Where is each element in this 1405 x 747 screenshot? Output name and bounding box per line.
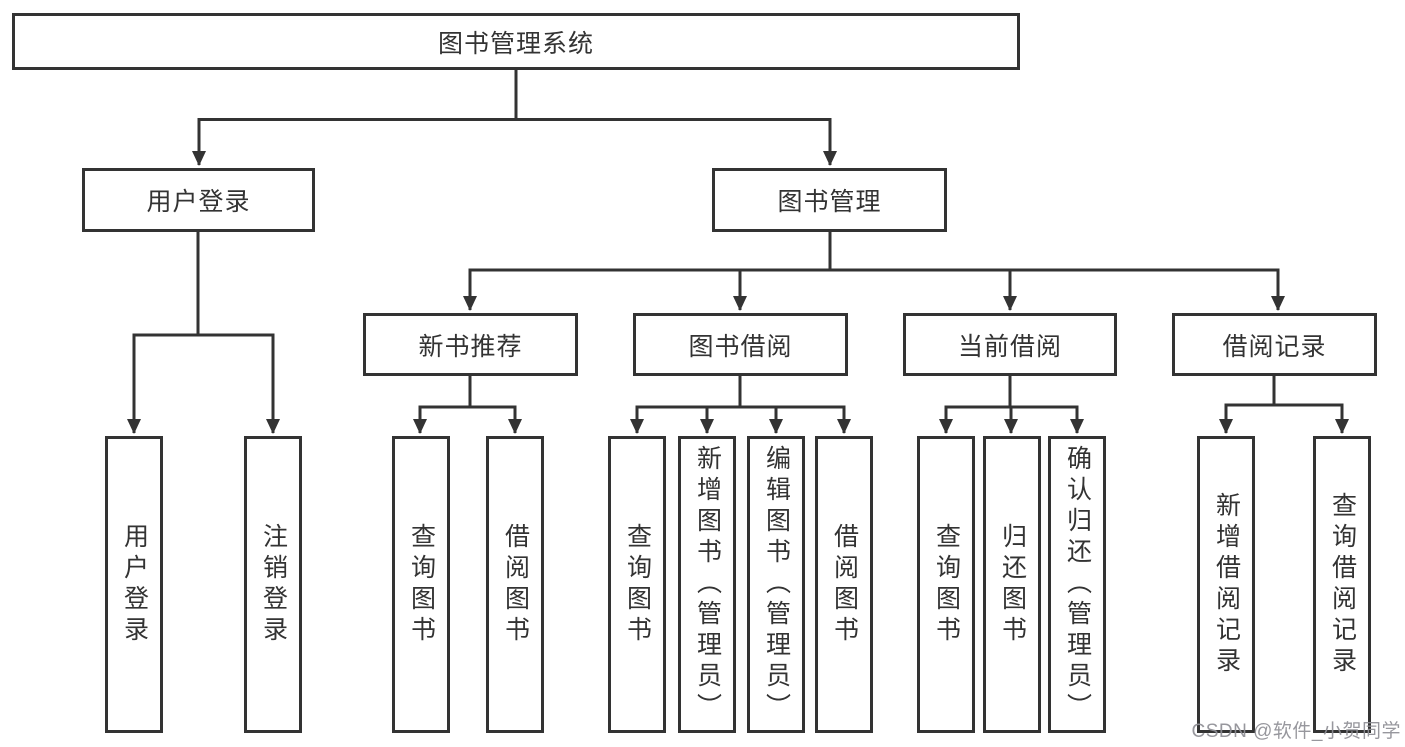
node-user-login: 用户登录 [82,168,315,232]
node-library-management-system: 图书管理系统 [12,13,1020,70]
node-label: 图书管理系统 [437,29,594,58]
node-current-borrow: 当前借阅 [903,313,1117,376]
leaf-add-borrow-record: 新增借阅记录 [1197,436,1255,733]
node-label: 用户登录 [146,188,251,216]
leaf-query-borrow-record: 查询借阅记录 [1313,436,1371,733]
leaf-add-book-admin: 新增图书（管理员） [678,436,736,733]
csdn-watermark: CSDN @软件_小贺同学 [1191,721,1401,742]
leaf-query-books-borrow: 查询图书 [608,436,666,733]
node-label: 归还图书 [998,522,1027,647]
leaf-borrow-books: 借阅图书 [815,436,873,733]
node-label: 注销登录 [259,522,288,647]
node-label: 图书管理 [777,188,882,216]
node-label: 查询图书 [407,522,436,647]
node-book-borrow: 图书借阅 [633,313,848,376]
leaf-query-books-recommend: 查询图书 [392,436,450,733]
leaf-borrow-books-recommend: 借阅图书 [486,436,544,733]
leaf-return-books: 归还图书 [983,436,1041,733]
leaf-user-login: 用户登录 [105,436,163,733]
leaf-confirm-return-admin: 确认归还（管理员） [1048,436,1106,733]
node-borrow-records: 借阅记录 [1172,313,1377,376]
node-label: 查询图书 [623,522,652,647]
node-label: 当前借阅 [957,332,1062,361]
node-new-book-recommend: 新书推荐 [363,313,578,376]
node-label: 确认归还（管理员） [1063,445,1092,724]
node-label: 用户登录 [120,522,149,647]
node-label: 借阅记录 [1222,332,1327,361]
node-label: 借阅图书 [501,522,530,647]
node-label: 新增图书（管理员） [693,445,722,724]
node-label: 编辑图书（管理员） [762,445,791,724]
node-book-management: 图书管理 [712,168,947,232]
leaf-logout: 注销登录 [244,436,302,733]
node-label: 图书借阅 [688,332,793,361]
node-label: 查询图书 [932,522,961,647]
leaf-edit-book-admin: 编辑图书（管理员） [747,436,805,733]
node-label: 查询借阅记录 [1328,491,1357,678]
node-label: 新书推荐 [418,332,523,361]
node-label: 新增借阅记录 [1212,491,1241,678]
leaf-query-books-current: 查询图书 [917,436,975,733]
node-label: 借阅图书 [830,522,859,647]
